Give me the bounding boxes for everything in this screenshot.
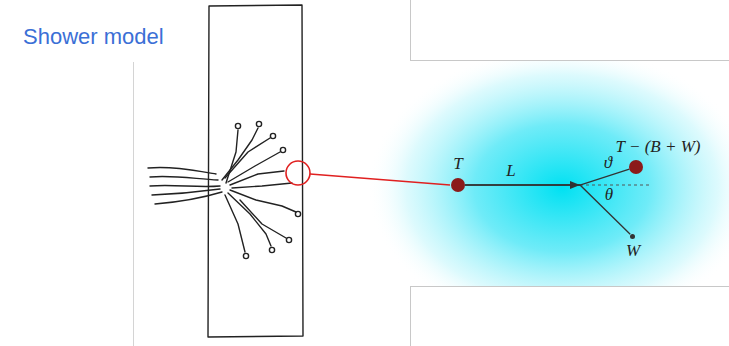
track-end — [256, 121, 261, 126]
shower-track — [225, 138, 270, 178]
track-end — [243, 253, 248, 258]
shower-track — [230, 171, 284, 185]
shower-track — [240, 200, 286, 238]
shower-sketch — [148, 5, 303, 337]
particle-label: W — [626, 242, 640, 261]
frame-line — [410, 0, 411, 60]
angle-label: ϑ — [604, 154, 612, 173]
shower-track — [222, 128, 258, 180]
track-end — [295, 211, 300, 216]
incoming-track — [155, 192, 222, 204]
track-end — [270, 133, 275, 138]
shower-track — [228, 152, 280, 182]
cutout — [410, 287, 729, 346]
particle-track — [465, 185, 630, 234]
slide-title: Shower model — [22, 25, 165, 49]
particle-dot: W — [630, 234, 635, 239]
particle-dot: T — [451, 178, 465, 192]
shower-track — [230, 190, 296, 212]
shower-track — [225, 195, 245, 252]
incoming-track — [152, 189, 220, 195]
track-end — [269, 247, 274, 252]
cutout — [410, 0, 729, 60]
edge-label: L — [506, 162, 515, 181]
track-end — [286, 237, 291, 242]
particle-label: T − (B + W) — [616, 138, 701, 157]
shower-track — [226, 130, 238, 183]
zoom-line — [310, 174, 450, 185]
zoom-circle — [286, 161, 310, 185]
track-end — [280, 147, 285, 152]
angle-label: θ — [605, 186, 613, 205]
incoming-track — [150, 185, 220, 186]
frame-line — [410, 286, 729, 287]
track-end — [235, 123, 240, 128]
incoming-track — [148, 167, 216, 174]
frame-cutouts — [134, 0, 729, 346]
frame-line — [133, 62, 134, 346]
frame-line — [410, 60, 729, 61]
track-line — [465, 185, 630, 234]
frame-line — [410, 287, 411, 346]
absorber-block — [208, 5, 303, 337]
particle-label: T — [453, 155, 462, 174]
particle-dot: T − (B + W) — [629, 160, 643, 174]
reference-axis — [580, 185, 652, 186]
shower-track — [232, 183, 292, 188]
shower-track — [228, 193, 271, 246]
incoming-track — [150, 176, 218, 180]
